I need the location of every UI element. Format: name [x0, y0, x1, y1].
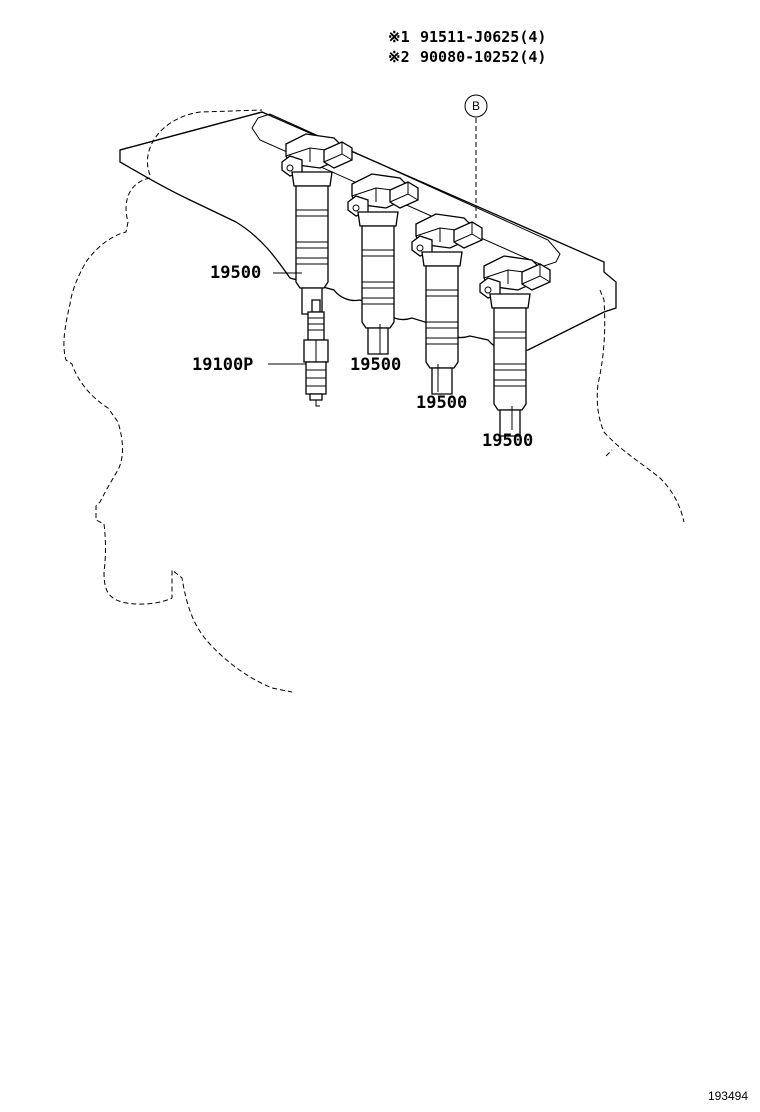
engine-block-outline-icon [63, 109, 685, 693]
ignition-coil-icon [347, 173, 419, 355]
part-label-coil-1: 19500 [210, 263, 261, 283]
ignition-coil-2 [347, 173, 419, 355]
circle-letter-marker-icon: B [464, 94, 488, 118]
fastener-1-part-number: 91511-J0625(4) [420, 28, 546, 46]
fastener-2-part-number: 90080-10252(4) [420, 48, 546, 66]
ignition-coil-icon [281, 133, 353, 315]
fastener-references: ※1 91511-J0625(4) ※2 90080-10252(4) [388, 28, 546, 66]
ignition-coil-1 [281, 133, 353, 315]
callout-marker-letter: B [472, 99, 480, 113]
fastener-2-mark: ※2 [388, 48, 410, 66]
spark-plug-icon [303, 299, 329, 407]
part-label-coil-2: 19500 [350, 355, 401, 375]
part-label-coil-3: 19500 [416, 393, 467, 413]
ignition-coil-icon [411, 213, 483, 395]
fastener-1-mark: ※1 [388, 28, 410, 46]
ignition-coil-icon [479, 255, 551, 437]
figure-id: 193494 [708, 1089, 748, 1103]
leader-lines [268, 118, 513, 430]
ignition-coil-3 [411, 213, 483, 395]
ignition-coil-4 [479, 255, 551, 437]
part-label-spark-plug: 19100P [192, 355, 253, 375]
part-label-coil-4: 19500 [482, 431, 533, 451]
